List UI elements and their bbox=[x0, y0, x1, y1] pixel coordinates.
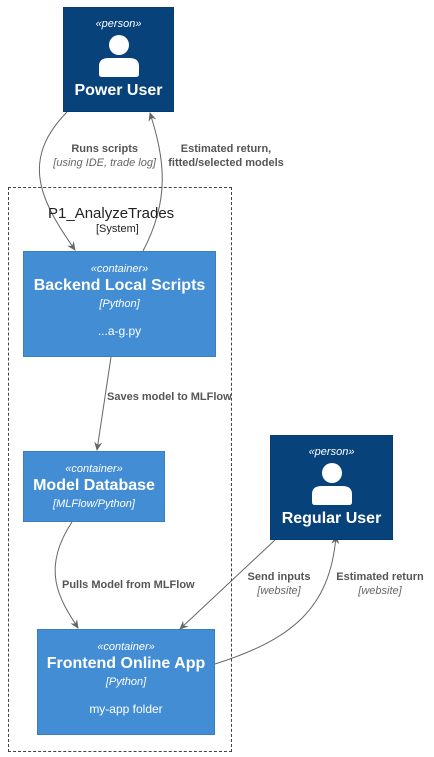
edge-pulls-model bbox=[54, 521, 79, 629]
regular-user-name: Regular User bbox=[281, 510, 382, 527]
label-runs-scripts: Runs scripts [using IDE, trade log] bbox=[38, 142, 156, 170]
person-icon bbox=[98, 35, 139, 77]
backend-description: ...a-g.py bbox=[97, 324, 142, 338]
edge-runs-scripts bbox=[38, 111, 76, 251]
model-db-stereotype: «container» bbox=[65, 463, 123, 475]
estimated-return-tech: [website] bbox=[358, 585, 402, 597]
saves-model-text: Saves model to MLFlow bbox=[107, 391, 232, 403]
send-inputs-text: Send inputs bbox=[247, 571, 311, 583]
runs-scripts-text: Runs scripts bbox=[71, 143, 138, 155]
backend-stereotype: «container» bbox=[90, 263, 149, 275]
model-db-tech: [MLFlow/Python] bbox=[53, 498, 135, 510]
estimated-return-models-line1: Estimated return, bbox=[180, 143, 272, 155]
power-user-stereotype: «person» bbox=[95, 18, 142, 30]
edge-estimated-return-models bbox=[142, 112, 163, 252]
label-saves-model: Saves model to MLFlow bbox=[107, 390, 232, 404]
power-user-node[interactable]: «person» Power User bbox=[63, 7, 174, 112]
backend-tech: [Python] bbox=[99, 298, 140, 310]
system-boundary bbox=[8, 187, 232, 752]
estimated-return-text: Estimated return bbox=[336, 571, 424, 583]
frontend-tech: [Python] bbox=[105, 676, 147, 688]
regular-user-node[interactable]: «person» Regular User bbox=[270, 435, 393, 540]
frontend-app-node[interactable]: «container» Frontend Online App [Python]… bbox=[37, 629, 215, 735]
edge-saves-model bbox=[94, 356, 112, 451]
label-send-inputs: Send inputs [website] bbox=[244, 570, 314, 598]
frontend-description: my-app folder bbox=[89, 702, 163, 716]
edge-send-inputs bbox=[179, 539, 276, 630]
runs-scripts-tech: [using IDE, trade log] bbox=[53, 157, 156, 169]
power-user-name: Power User bbox=[74, 82, 163, 99]
label-estimated-return-models: Estimated return, fitted/selected models bbox=[158, 142, 294, 170]
label-estimated-return: Estimated return [website] bbox=[330, 570, 430, 598]
backend-scripts-node[interactable]: «container» Backend Local Scripts [Pytho… bbox=[23, 251, 216, 357]
backend-name: Backend Local Scripts bbox=[33, 277, 206, 294]
edge-estimated-return bbox=[214, 535, 340, 665]
send-inputs-tech: [website] bbox=[257, 585, 301, 597]
label-pulls-model: Pulls Model from MLFlow bbox=[62, 578, 195, 592]
regular-user-stereotype: «person» bbox=[308, 446, 355, 458]
person-icon bbox=[311, 463, 352, 505]
frontend-name: Frontend Online App bbox=[46, 655, 206, 672]
boundary-title: P1_AnalyzeTrades bbox=[48, 205, 175, 222]
pulls-model-text: Pulls Model from MLFlow bbox=[62, 579, 195, 591]
estimated-return-models-line2: fitted/selected models bbox=[168, 157, 284, 169]
boundary-subtitle: [System] bbox=[96, 223, 139, 235]
model-db-name: Model Database bbox=[33, 477, 155, 494]
model-database-node[interactable]: «container» Model Database [MLFlow/Pytho… bbox=[23, 451, 165, 522]
frontend-stereotype: «container» bbox=[97, 641, 155, 653]
